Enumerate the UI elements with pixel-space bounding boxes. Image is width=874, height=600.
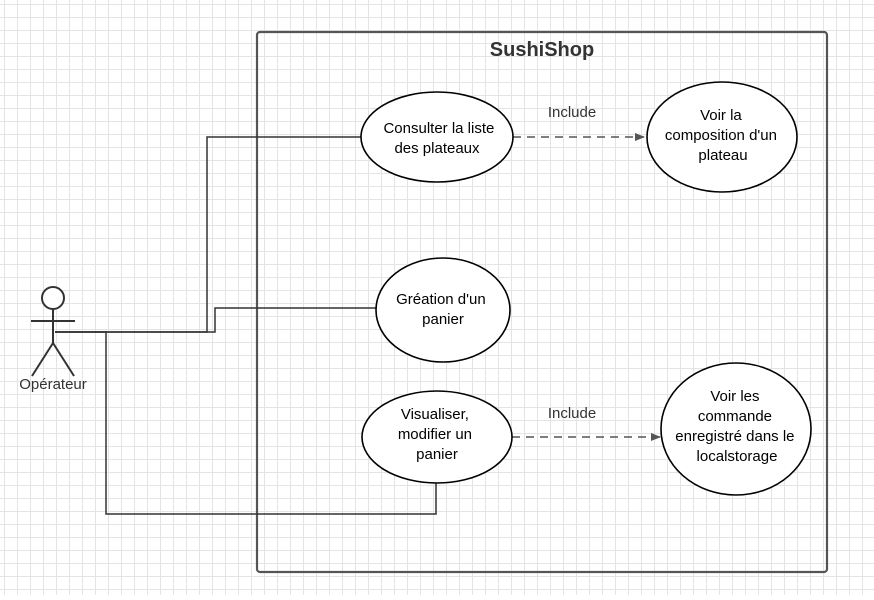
use-case-consulter-line-2: des plateaux [394,140,480,157]
association-visualiser[interactable] [55,331,437,515]
actor-label: Opérateur [19,376,87,393]
use-case-voir-commandes-line-1: Voir les [710,388,759,405]
use-case-consulter-line-1: Consulter la liste [383,120,494,137]
use-case-voir-commandes-line-4: localstorage [697,448,778,465]
use-case-voir-plateau-line-3: plateau [698,147,747,164]
use-case-voir-commandes-line-2: commande [698,408,772,425]
use-case-creation-panier[interactable]: Gréation d'un panier [375,257,511,363]
use-case-visualiser-line-1: Visualiser, [401,406,469,423]
include-label-2: Include [548,405,596,422]
include-relation-1[interactable]: Include [513,104,645,141]
use-case-visualiser-line-3: panier [416,446,458,463]
use-case-voir-commandes[interactable]: Voir les commande enregistré dans le loc… [660,362,812,496]
use-case-voir-commandes-text: Voir les commande enregistré dans le loc… [675,388,798,465]
use-case-voir-plateau[interactable]: Voir la composition d'un plateau [646,81,798,193]
use-case-voir-commandes-line-3: enregistré dans le [675,428,794,445]
use-case-consulter-text: Consulter la liste des plateaux [383,120,498,157]
use-case-consulter-ellipse [360,91,514,183]
use-case-voir-plateau-line-1: Voir la [700,107,742,124]
use-case-consulter[interactable]: Consulter la liste des plateaux [360,91,514,183]
association-consulter[interactable] [55,136,361,333]
use-case-voir-plateau-text: Voir la composition d'un plateau [665,107,781,164]
system-boundary-rect [255,30,829,574]
include-relation-2[interactable]: Include [512,405,661,441]
use-case-creation-panier-line-2: panier [422,311,464,328]
associations [55,136,437,515]
use-case-voir-plateau-ellipse [646,81,798,193]
system-title: SushiShop [490,39,594,61]
include-label-1: Include [548,104,596,121]
use-case-creation-panier-line-1: Gréation d'un [396,291,486,308]
use-case-creation-panier-ellipse [375,257,511,363]
use-case-visualiser-ellipse [361,390,513,484]
use-case-voir-plateau-line-2: composition d'un [665,127,777,144]
system-boundary[interactable]: SushiShop [255,30,829,574]
actor-stick-figure-icon [31,286,75,377]
use-case-voir-commandes-ellipse [660,362,812,496]
use-case-creation-panier-text: Gréation d'un panier [396,291,490,328]
use-case-visualiser-line-2: modifier un [398,426,472,443]
actor-operateur[interactable]: Opérateur [19,286,87,393]
association-creation-panier[interactable] [55,307,376,333]
use-case-visualiser[interactable]: Visualiser, modifier un panier [361,390,513,484]
use-case-visualiser-text: Visualiser, modifier un panier [398,406,476,463]
